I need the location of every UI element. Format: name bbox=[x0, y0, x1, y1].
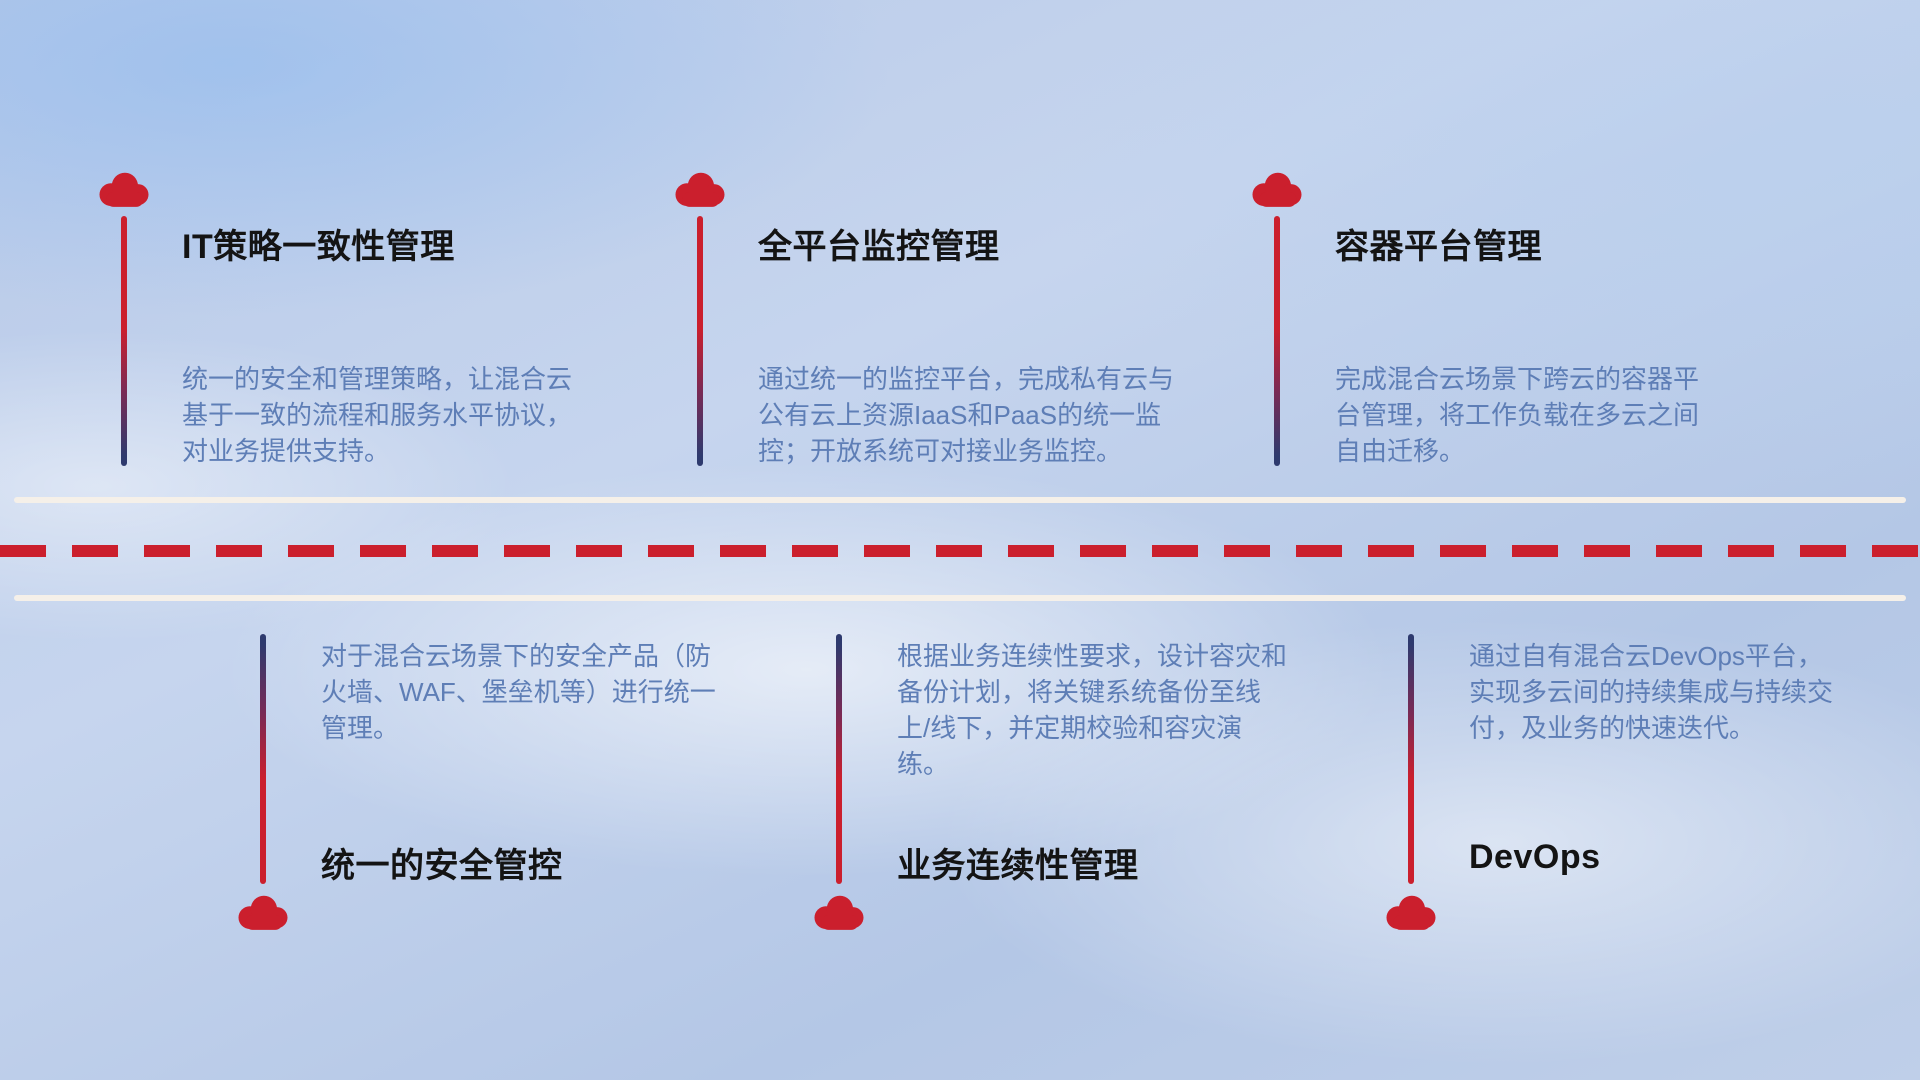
feature-title: IT策略一致性管理 bbox=[182, 228, 455, 266]
feature-title: 容器平台管理 bbox=[1335, 228, 1542, 266]
cloud-icon bbox=[1249, 169, 1305, 208]
feature-title: 全平台监控管理 bbox=[758, 228, 1000, 266]
connector-line bbox=[260, 634, 266, 884]
feature-description: 通过统一的监控平台，完成私有云与公有云上资源IaaS和PaaS的统一监控；开放系… bbox=[758, 364, 1175, 466]
connector-line bbox=[836, 634, 842, 884]
feature-description: 对于混合云场景下的安全产品（防火墙、WAF、堡垒机等）进行统一管理。 bbox=[321, 641, 716, 743]
feature-title: 统一的安全管控 bbox=[321, 847, 563, 885]
feature-description: 完成混合云场景下跨云的容器平台管理，将工作负载在多云之间自由迁移。 bbox=[1335, 364, 1700, 466]
connector-line bbox=[1408, 634, 1414, 884]
feature-description: 统一的安全和管理策略，让混合云基于一致的流程和服务水平协议，对业务提供支持。 bbox=[182, 364, 573, 466]
feature-title: DevOps bbox=[1469, 838, 1601, 876]
cloud-icon bbox=[811, 892, 867, 931]
connector-line bbox=[1274, 216, 1280, 466]
cloud-icon bbox=[96, 169, 152, 208]
cloud-icon bbox=[672, 169, 728, 208]
road-line-top bbox=[14, 497, 1906, 503]
cloud-icon bbox=[235, 892, 291, 931]
connector-line bbox=[121, 216, 127, 466]
feature-description: 根据业务连续性要求，设计容灾和备份计划，将关键系统备份至线上/线下，并定期校验和… bbox=[897, 641, 1288, 779]
cloud-icon bbox=[1383, 892, 1439, 931]
road-line-bottom bbox=[14, 595, 1906, 601]
connector-line bbox=[697, 216, 703, 466]
road-dashed-centerline bbox=[0, 545, 1920, 557]
feature-description: 通过自有混合云DevOps平台，实现多云间的持续集成与持续交付，及业务的快速迭代… bbox=[1469, 641, 1834, 743]
feature-title: 业务连续性管理 bbox=[897, 847, 1139, 885]
